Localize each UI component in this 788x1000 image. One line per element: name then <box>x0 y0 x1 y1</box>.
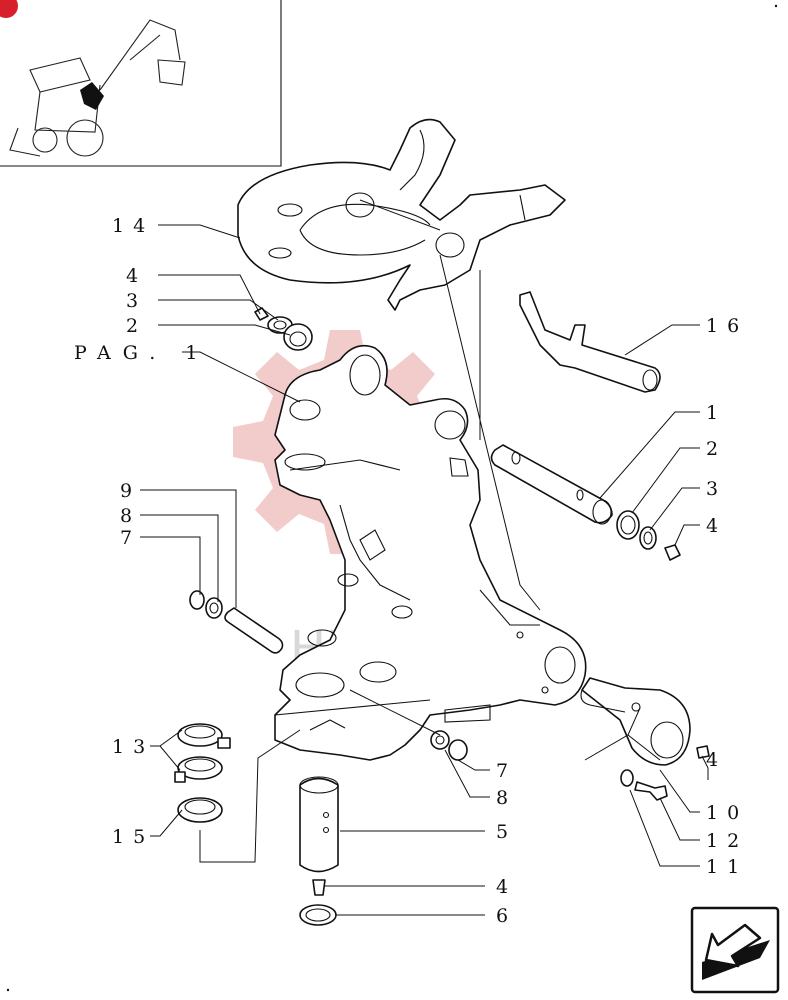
part-7-circlip-right <box>448 739 468 761</box>
part-13-shims <box>174 723 231 783</box>
part-4-grease-nipple-right-upper <box>664 544 681 561</box>
page-reference: PAG. 1 <box>74 342 209 364</box>
callout-4-right-upper: 4 <box>706 515 727 537</box>
callout-4-left: 4 <box>126 265 147 287</box>
part-8-washer-left <box>205 597 223 619</box>
callout-labels: 14 4 3 2 PAG. 1 9 8 7 13 15 16 1 2 3 4 7… <box>74 215 748 927</box>
part-15-ring <box>177 797 223 823</box>
part-4-grease-nipple-right-lower <box>696 745 710 759</box>
part-5-vertical-pin <box>299 776 339 873</box>
callout-7-right: 7 <box>496 760 517 782</box>
callout-10: 10 <box>706 802 748 824</box>
corner-dot-bottom <box>6 988 10 992</box>
corner-marker-icon <box>0 0 18 18</box>
callout-6: 6 <box>496 905 517 927</box>
callout-9: 9 <box>120 480 141 502</box>
callout-15: 15 <box>112 826 154 848</box>
swing-post-casting <box>274 344 587 761</box>
part-16-l-pin <box>519 291 661 393</box>
backhoe-loader-thumbnail-icon <box>0 0 282 167</box>
callout-2-right: 2 <box>706 438 727 460</box>
callout-8-left: 8 <box>120 505 141 527</box>
part-10-pivot-plate <box>580 677 691 766</box>
callout-1: 1 <box>706 402 727 424</box>
part-2-seal-left <box>283 323 313 351</box>
callout-3-left: 3 <box>126 290 147 312</box>
callout-14: 14 <box>112 215 154 237</box>
part-7-circlip-left <box>189 590 205 610</box>
callout-8-right: 8 <box>496 787 517 809</box>
callout-12: 12 <box>706 830 748 852</box>
callout-7-left: 7 <box>120 527 141 549</box>
leader-lines <box>140 199 709 916</box>
part-1-main-pin <box>490 444 613 525</box>
part-6-circlip-bottom <box>299 904 337 926</box>
callout-2-left: 2 <box>126 315 147 337</box>
part-3-washer-right <box>639 526 657 550</box>
next-page-arrow-icon[interactable] <box>690 906 780 994</box>
part-2-seal-right <box>616 510 640 540</box>
callout-16: 16 <box>706 315 748 337</box>
callout-4-bottom: 4 <box>496 876 517 898</box>
callout-5: 5 <box>496 821 517 843</box>
part-4-grease-nipple-bottom <box>312 879 326 896</box>
part-4-grease-nipple-left <box>254 307 269 321</box>
callout-3-right: 3 <box>706 478 727 500</box>
part-14-swing-bracket <box>237 118 566 311</box>
part-9-pin <box>224 607 284 654</box>
part-11-washer <box>620 769 634 787</box>
callout-13: 13 <box>112 736 154 758</box>
part-8-washer-right <box>430 730 450 750</box>
part-12-bolt <box>634 781 668 801</box>
callout-11: 11 <box>706 856 748 878</box>
callout-4-right-lower: 4 <box>706 749 727 771</box>
corner-dot-top <box>774 4 778 8</box>
